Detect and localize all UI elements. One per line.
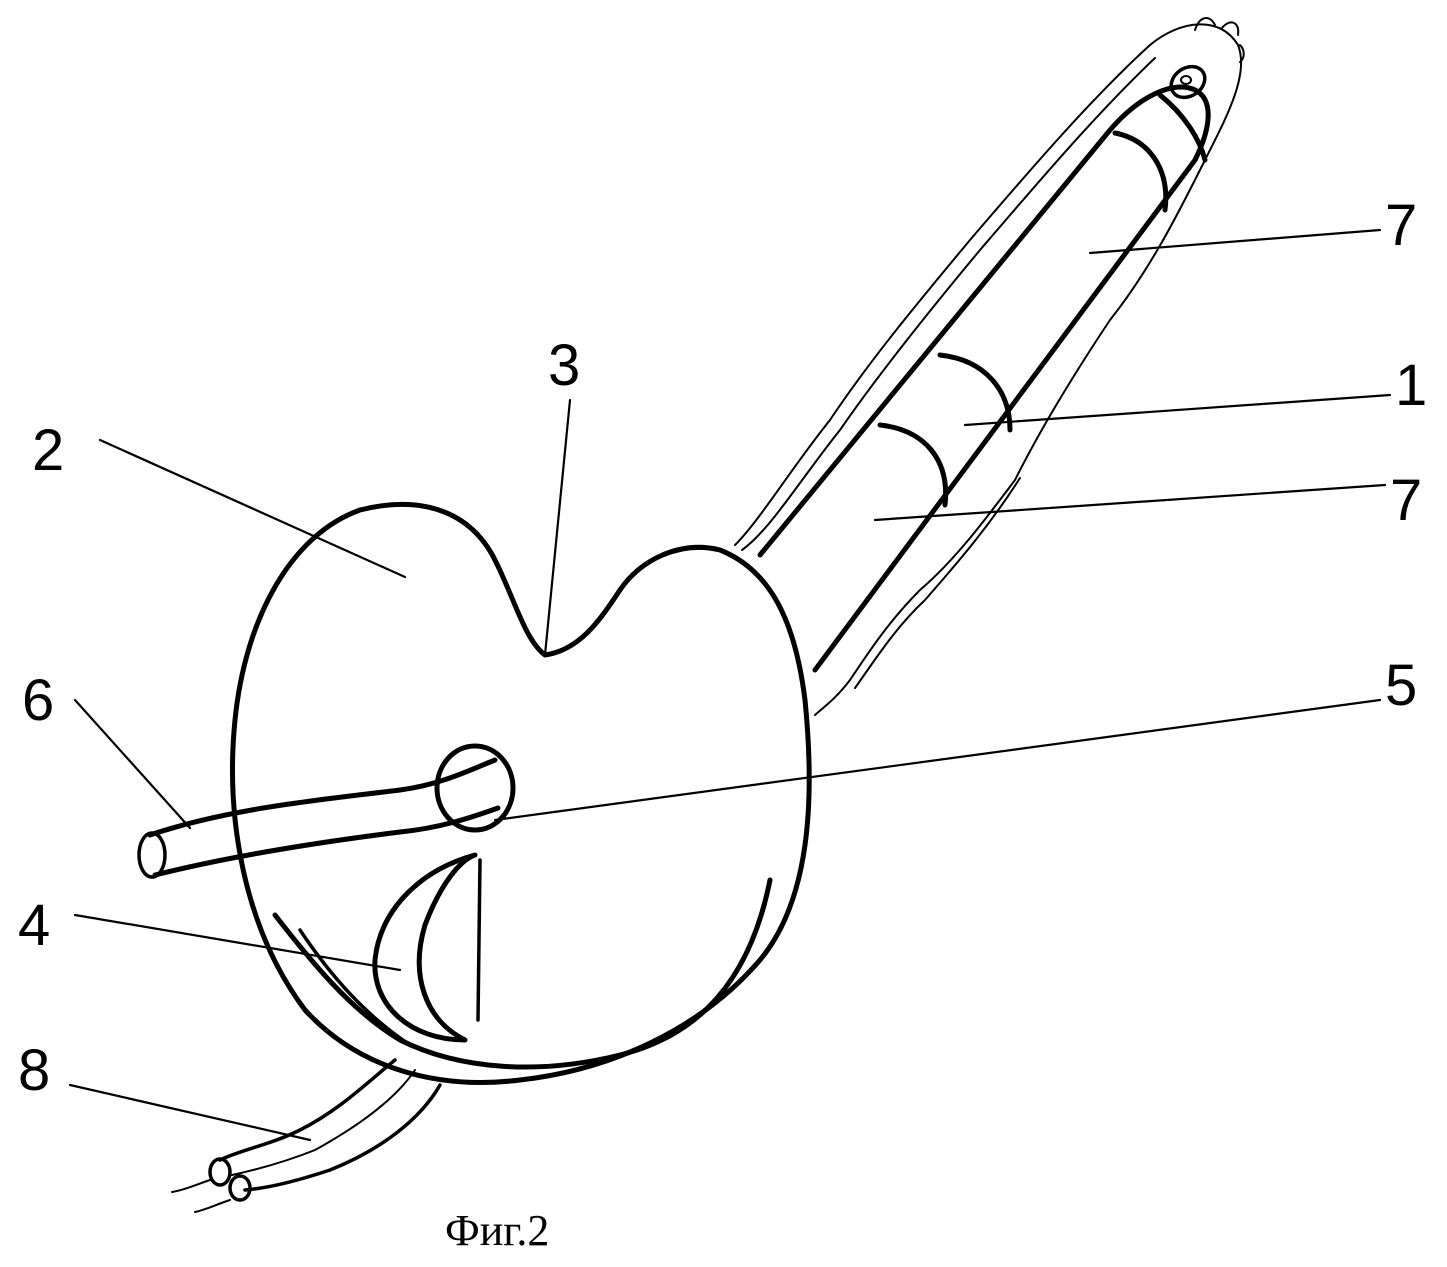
circular-port: [434, 743, 516, 833]
label-5: 5: [1385, 653, 1417, 718]
label-4: 4: [18, 893, 50, 958]
outer-membrane: [734, 23, 1243, 716]
elongated-tube: [757, 17, 1245, 673]
reference-numerals: 7 1 7 5 3 2 6 4 8: [18, 193, 1427, 1103]
label-7-lower: 7: [1390, 468, 1422, 533]
tube-six: [137, 757, 501, 879]
label-1: 1: [1395, 353, 1427, 418]
label-2: 2: [32, 418, 64, 483]
leader-lines: [68, 228, 1392, 1142]
inner-channel: [272, 877, 773, 1070]
figure-caption: Фиг.2: [445, 1206, 549, 1255]
tube-eight: [171, 1058, 442, 1213]
label-7-upper: 7: [1385, 193, 1417, 258]
heart-body: [230, 502, 812, 1085]
label-6: 6: [22, 668, 54, 733]
label-3: 3: [548, 333, 580, 398]
label-8: 8: [18, 1038, 50, 1103]
crescent-opening: [372, 852, 482, 1043]
